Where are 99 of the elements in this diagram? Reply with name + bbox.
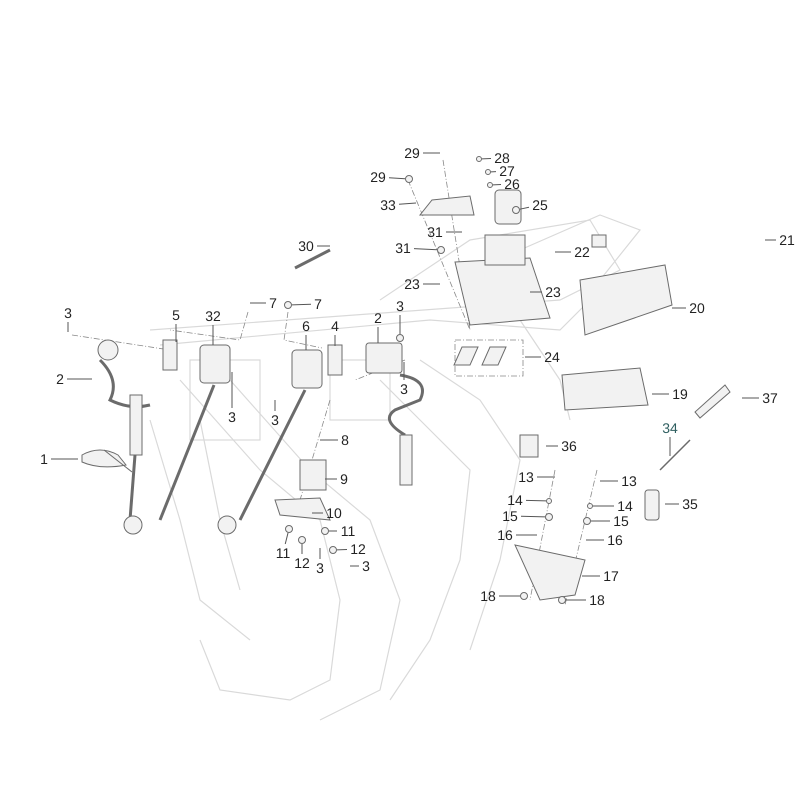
callout-number: 3 [362,558,370,574]
callout-number: 3 [316,560,324,576]
leader-line [482,158,492,160]
callout-number: 29 [404,145,420,161]
callout-number: 14 [617,498,633,514]
callout-number: 31 [427,224,443,240]
leader-line [336,548,348,550]
callout-number: 26 [504,176,520,192]
fastener-part [520,592,528,600]
fastener-part [396,334,404,342]
callout-number: 23 [404,276,420,292]
callout-number: 33 [380,197,396,213]
callout-number: 3 [64,305,72,321]
callout-number: 5 [172,307,180,323]
fastener-part [487,182,493,188]
callout-number: 11 [276,545,290,561]
leader-line [520,516,546,518]
leader-line [388,177,406,180]
callout-number: 21 [779,232,795,248]
fastener-part [476,156,482,162]
fastener-part [321,527,329,535]
leader-line [274,400,276,412]
fastener-part [558,596,566,604]
callout-number: 13 [621,473,637,489]
callout-number: 24 [544,349,560,365]
callout-number: 2 [374,310,382,326]
leader-line [334,334,336,346]
callout-number: 18 [589,592,605,608]
callout-number: 31 [395,240,411,256]
callout-number: 11 [340,523,356,539]
callout-number: 12 [350,541,366,557]
leader-line [490,171,496,172]
leader-line [590,520,610,522]
callout-number: 36 [561,438,577,454]
callout-number: 35 [682,496,698,512]
callout-number: 8 [341,432,349,448]
fastener-part [284,301,292,309]
callout-number: 16 [607,532,623,548]
callout-number: 23 [545,284,561,300]
callout-number: 12 [294,555,310,571]
callout-number: 3 [271,412,279,428]
leader-line [328,530,338,532]
leader-line [492,184,502,186]
callout-number: 18 [480,588,496,604]
fastener-part [329,546,337,554]
leader-line [292,304,312,306]
fastener-part [405,175,413,183]
callout-number: 25 [532,197,548,213]
callout-number: 27 [499,163,515,179]
fastener-part [485,169,491,175]
callout-number: 2 [56,371,64,387]
callout-number: 15 [613,513,629,529]
leader-line [398,202,416,205]
leader-line [524,356,542,358]
callout-number: 30 [298,238,314,254]
callout-number: 3 [396,298,404,314]
fastener-part [583,517,591,525]
leader-line [414,248,438,250]
callout-number: 3 [228,409,236,425]
leader-line [600,480,618,482]
callout-number: 15 [502,508,518,524]
callout-number: 1 [40,451,48,467]
leader-line [50,458,78,460]
leader-line [519,206,530,210]
callout-number: 22 [574,244,590,260]
leader-line [324,478,338,480]
leader-line [526,500,546,502]
callout-number: 14 [507,492,523,508]
leader-line [422,152,440,154]
fastener-part [298,536,306,544]
callout-number: 32 [205,308,221,324]
callout-number: 7 [314,296,322,312]
callout-number: 20 [689,300,705,316]
callout-number: 17 [603,568,619,584]
leader-line [250,302,266,304]
fastener-part [546,498,552,504]
callout-number: 3 [400,381,408,397]
callout-number: 37 [762,390,778,406]
callout-number: 4 [331,318,339,334]
fastener-part [285,525,293,533]
callout-number: 7 [269,295,277,311]
callout-number: 9 [340,471,348,487]
callout-number: 13 [518,469,534,485]
leader-line [312,512,324,514]
callout-number: 34 [662,420,678,436]
callout-number: 28 [494,150,510,166]
callout-number: 6 [302,318,310,334]
leader-line [516,534,538,536]
callout-number: 16 [497,527,513,543]
fastener-part [437,246,445,254]
leader-line [284,532,289,544]
callout-number: 10 [326,505,342,521]
callout-number: 29 [370,169,386,185]
fastener-part [587,503,593,509]
leader-line [536,476,556,478]
fastener-part [545,513,553,521]
callout-number: 19 [672,386,688,402]
leader-line [66,378,92,380]
leader-line [212,324,214,346]
